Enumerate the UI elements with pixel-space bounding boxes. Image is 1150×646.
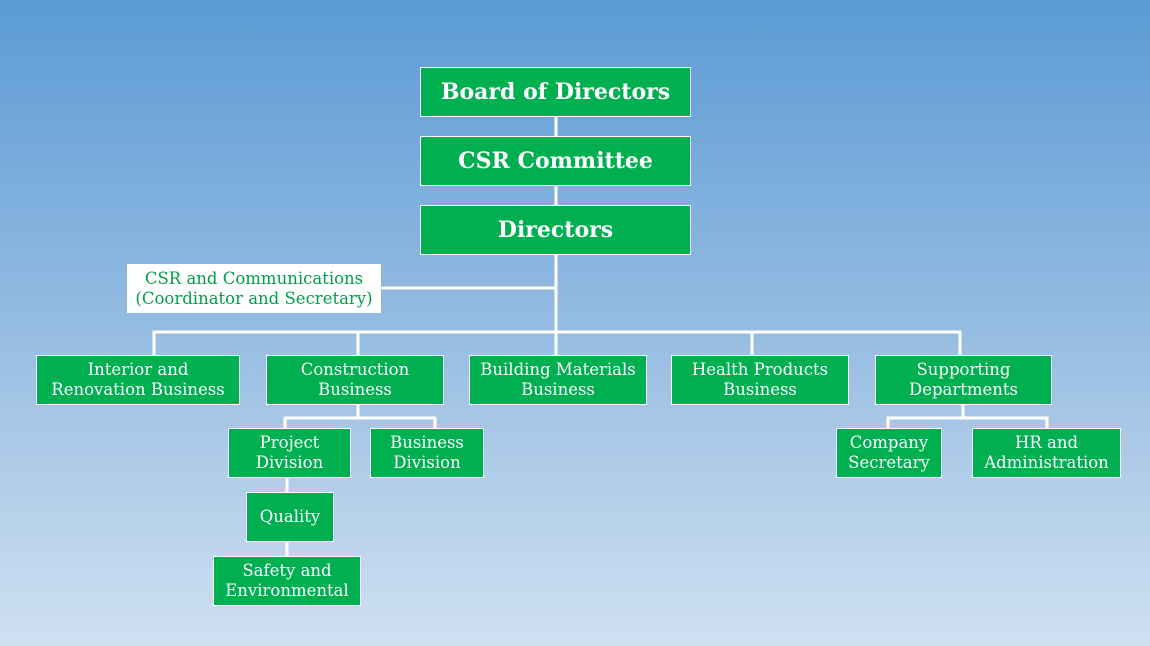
construction-business-box: Construction Business bbox=[266, 355, 444, 405]
supporting-departments-box: Supporting Departments bbox=[875, 355, 1052, 405]
board-of-directors-box: Board of Directors bbox=[420, 67, 691, 117]
connector-construction-bar bbox=[283, 416, 437, 428]
quality-box: Quality bbox=[246, 492, 334, 542]
building-materials-box: Building Materials Business bbox=[469, 355, 647, 405]
health-products-box: Health Products Business bbox=[671, 355, 849, 405]
company-secretary-box: Company Secretary bbox=[836, 428, 942, 478]
hr-administration-box: HR and Administration bbox=[972, 428, 1121, 478]
interior-renovation-box: Interior and Renovation Business bbox=[36, 355, 240, 405]
directors-box: Directors bbox=[420, 205, 691, 255]
connector-supporting-bar bbox=[886, 416, 1049, 428]
project-division-box: Project Division bbox=[228, 428, 351, 478]
safety-environmental-box: Safety and Environmental bbox=[213, 556, 361, 606]
business-division-box: Business Division bbox=[370, 428, 484, 478]
csr-committee-box: CSR Committee bbox=[420, 136, 691, 186]
csr-communications-box: CSR and Communications (Coordinator and … bbox=[127, 264, 381, 313]
